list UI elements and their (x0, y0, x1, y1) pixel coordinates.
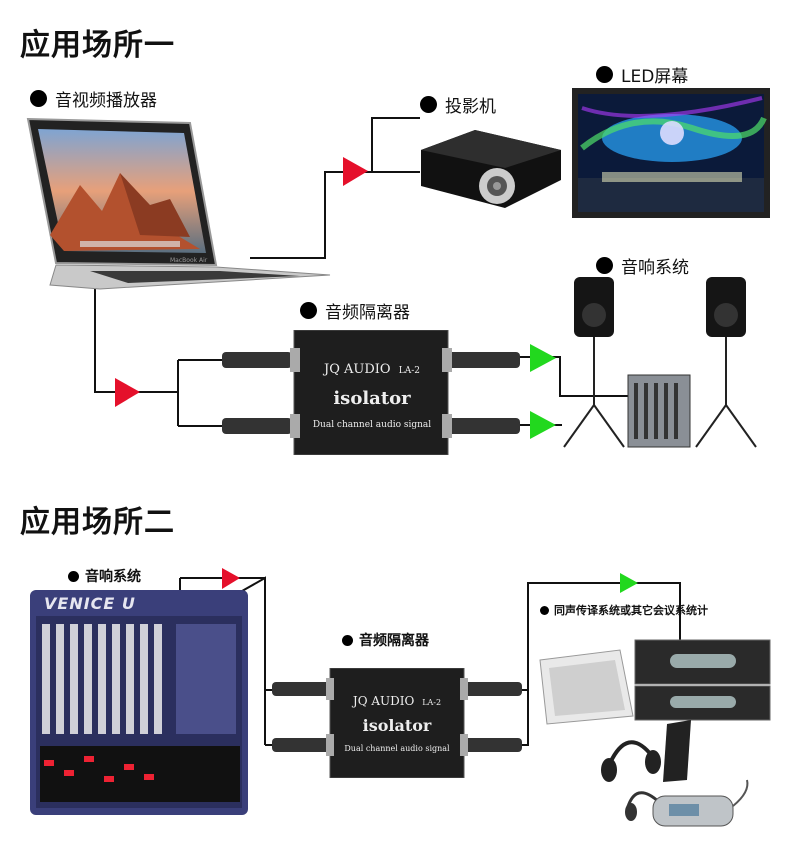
bullet-icon (342, 635, 353, 646)
isolator-2-caption: Dual channel audio signal (272, 744, 522, 753)
green-arrow-1 (530, 344, 556, 372)
section2-title: 应用场所二 (20, 497, 175, 541)
isolator-device-2: JQ AUDIO LA-2 isolator Dual channel audi… (272, 668, 522, 778)
isolator-1-name: isolator (222, 388, 522, 409)
isolator-device-1: JQ AUDIO LA-2 isolator Dual channel audi… (222, 330, 522, 455)
isolator-2-brand: JQ AUDIO (353, 694, 414, 708)
mixer-image: VENICE U (30, 590, 248, 815)
bullet-icon (540, 606, 549, 615)
isolator-1-brand: JQ AUDIO (324, 362, 391, 377)
laptop-brand-text: MacBook Air (170, 257, 208, 264)
laptop-image: MacBook Air (20, 115, 332, 293)
speaker-system-image (556, 275, 766, 455)
green-arrow-3 (620, 573, 638, 593)
isolator-1-caption: Dual channel audio signal (222, 420, 522, 430)
red-arrow-1 (343, 157, 368, 186)
isolator-2-model: LA-2 (422, 698, 441, 707)
red-arrow-3 (222, 568, 240, 589)
projector-image (415, 120, 565, 212)
label-conference: 同声传译系统或其它会议系统计 (540, 602, 708, 618)
label-isolator-2-text: 音频隔离器 (359, 630, 429, 650)
label-sound-2-text: 音响系统 (85, 566, 141, 586)
isolator-2-name: isolator (272, 716, 522, 735)
green-arrow-2 (530, 411, 556, 439)
led-screen-image (572, 88, 770, 218)
mixer-brand-text: VENICE U (44, 594, 136, 613)
label-isolator-2: 音频隔离器 (342, 630, 429, 650)
conference-equipment-image (535, 620, 775, 845)
isolator-1-model: LA-2 (399, 366, 420, 376)
label-sound-2: 音响系统 (68, 566, 141, 586)
red-arrow-2 (115, 378, 140, 407)
label-conference-text: 同声传译系统或其它会议系统计 (554, 602, 708, 618)
bullet-icon (68, 571, 79, 582)
